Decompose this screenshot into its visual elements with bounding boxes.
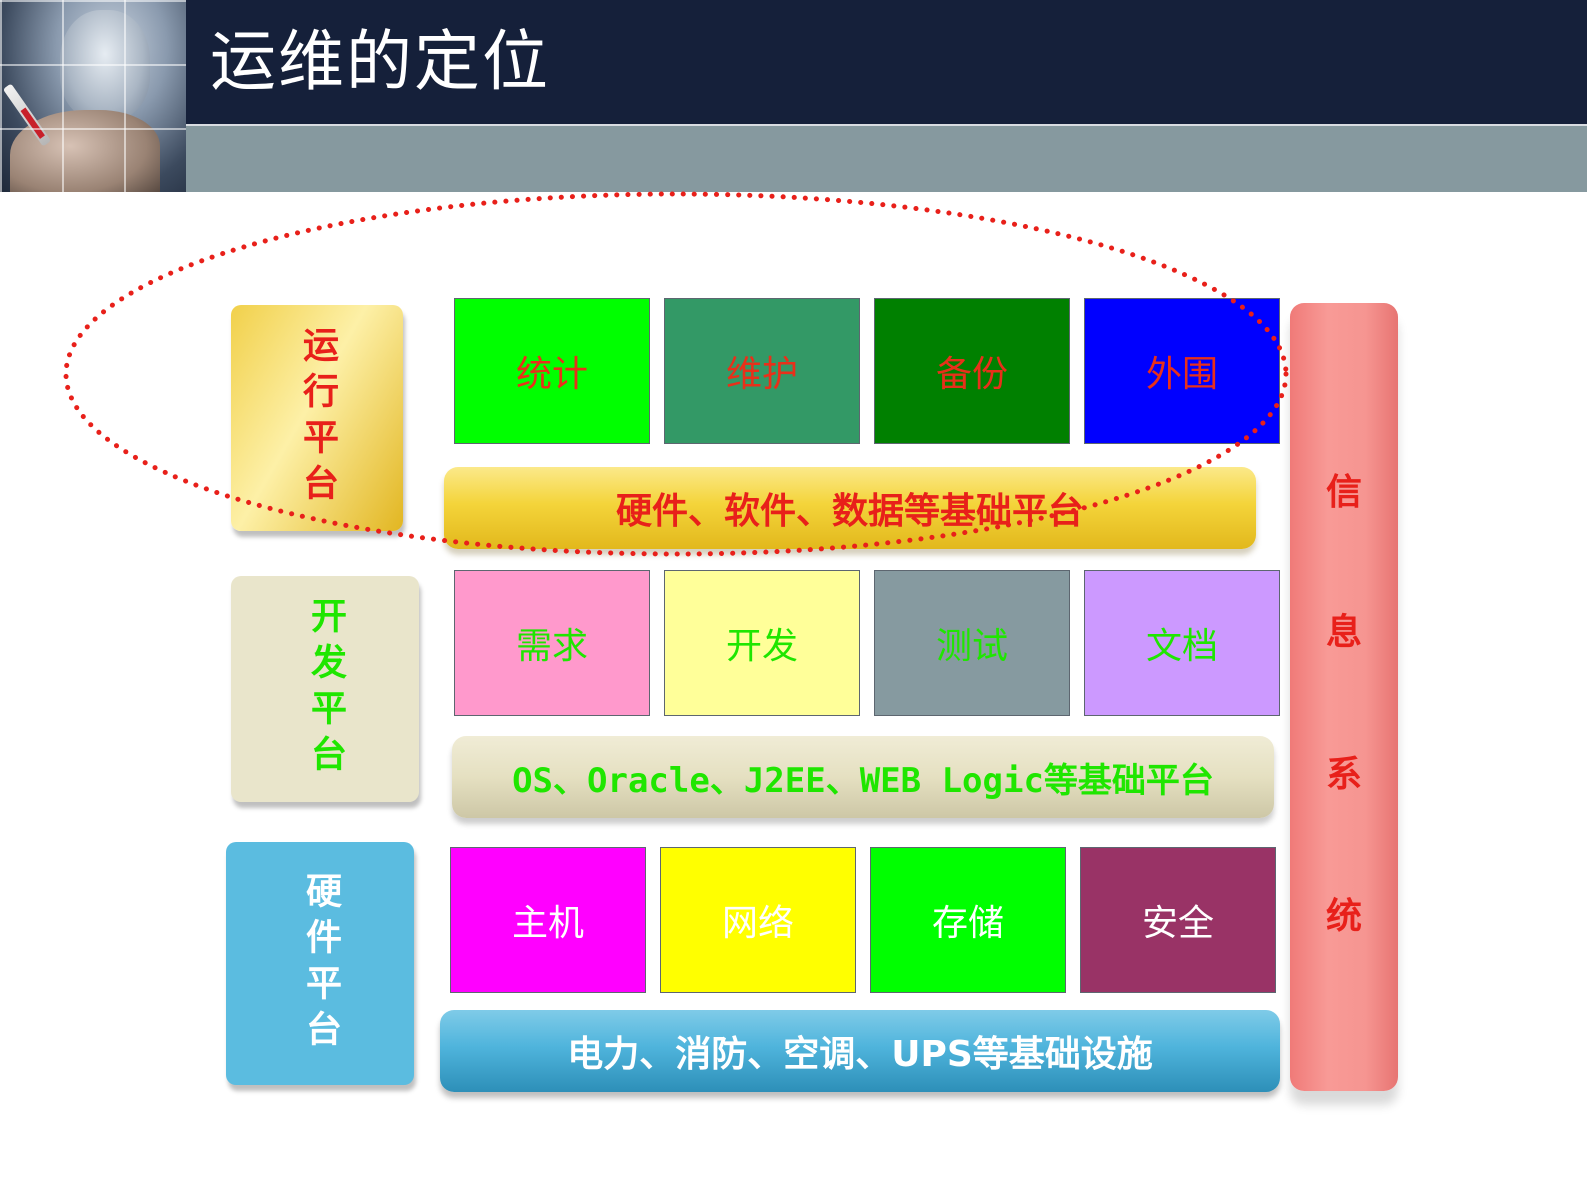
platform-run-label: 运行平台 [297,326,338,510]
info-system-char: 信 [1325,472,1362,513]
tile-network: 网络 [660,847,856,993]
tile-statistics: 统计 [454,298,650,444]
tile-maintenance: 维护 [664,298,860,444]
tile-testing: 测试 [874,570,1070,716]
info-system-char: 系 [1325,754,1362,795]
info-system-column: 信 息 系 统 [1290,303,1398,1091]
tile-requirements: 需求 [454,570,650,716]
banner-dev-base: OS、Oracle、J2EE、WEB Logic等基础平台 [452,736,1274,818]
header-bar [186,0,1587,124]
tile-backup: 备份 [874,298,1070,444]
tile-documentation: 文档 [1084,570,1280,716]
platform-dev: 开发平台 [231,576,419,802]
page-title: 运维的定位 [210,23,550,100]
header-subbar [186,126,1587,192]
banner-run-label: 硬件、软件、数据等基础平台 [615,491,1084,532]
banner-hw-label: 电力、消防、空调、UPS等基础设施 [567,1034,1153,1075]
banner-run-base: 硬件、软件、数据等基础平台 [444,467,1256,549]
photo-grid-overlay [0,0,186,192]
platform-dev-label: 开发平台 [305,597,346,781]
platform-hw: 硬件平台 [226,842,414,1085]
banner-hw-base: 电力、消防、空调、UPS等基础设施 [440,1010,1280,1092]
banner-dev-label: OS、Oracle、J2EE、WEB Logic等基础平台 [512,760,1214,801]
header-divider [186,124,1587,126]
tile-security: 安全 [1080,847,1276,993]
platform-hw-label: 硬件平台 [300,871,341,1056]
tile-development: 开发 [664,570,860,716]
tile-host: 主机 [450,847,646,993]
info-system-char: 息 [1325,612,1362,653]
tile-peripheral: 外围 [1084,298,1280,444]
platform-run: 运行平台 [231,305,403,531]
info-system-char: 统 [1325,896,1362,937]
tile-storage: 存储 [870,847,1066,993]
header-photo [0,0,186,192]
